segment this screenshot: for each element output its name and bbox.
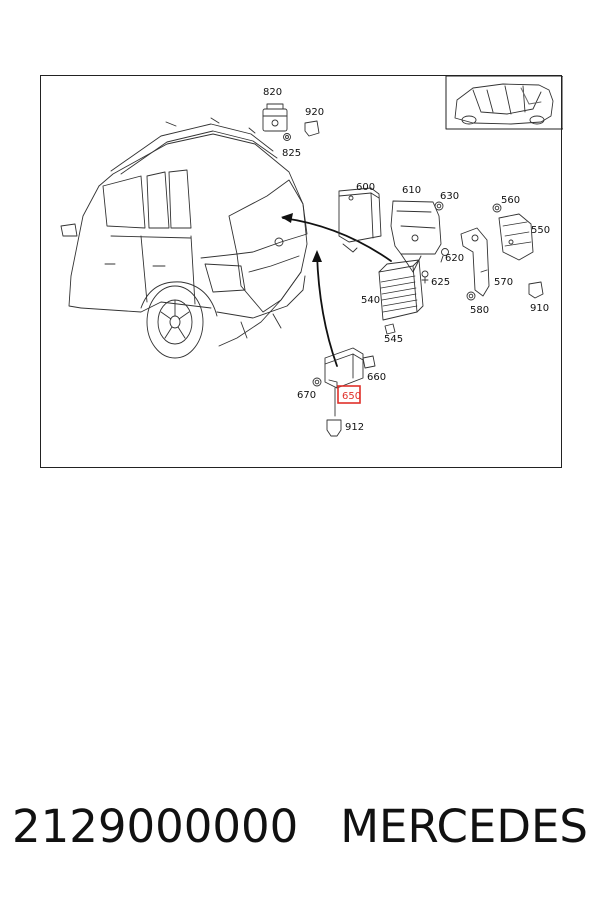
part-560-nut bbox=[492, 203, 502, 213]
label-560[interactable]: 560 bbox=[501, 195, 520, 206]
part-540-amplifier bbox=[378, 259, 424, 321]
part-550-module bbox=[498, 213, 534, 261]
footer: 2129000000 MERCEDES bbox=[0, 800, 600, 860]
label-545[interactable]: 545 bbox=[384, 334, 403, 345]
label-540[interactable]: 540 bbox=[361, 295, 380, 306]
brand-name: MERCEDES bbox=[340, 800, 588, 853]
label-650[interactable]: 650 bbox=[342, 391, 361, 402]
part-610-bracket bbox=[390, 200, 442, 273]
part-825-nut bbox=[283, 133, 291, 141]
part-920-connector bbox=[304, 120, 320, 137]
label-630[interactable]: 630 bbox=[440, 191, 459, 202]
label-820[interactable]: 820 bbox=[263, 87, 282, 98]
location-arrows bbox=[282, 217, 392, 367]
label-620[interactable]: 620 bbox=[445, 253, 464, 264]
label-670[interactable]: 670 bbox=[297, 390, 316, 401]
label-660[interactable]: 660 bbox=[367, 372, 386, 383]
part-660-cap bbox=[362, 355, 376, 369]
label-580[interactable]: 580 bbox=[470, 305, 489, 316]
part-650-module bbox=[324, 347, 364, 417]
part-545-nut bbox=[384, 323, 396, 335]
label-910[interactable]: 910 bbox=[530, 303, 549, 314]
part-570-bracket bbox=[460, 227, 490, 297]
part-625-bolt bbox=[421, 270, 429, 284]
label-920[interactable]: 920 bbox=[305, 107, 324, 118]
part-labels: 820 920 825 600 610 630 560 550 620 625 … bbox=[263, 87, 550, 433]
part-820-module bbox=[262, 103, 288, 132]
label-912[interactable]: 912 bbox=[345, 422, 364, 433]
label-825[interactable]: 825 bbox=[282, 148, 301, 159]
label-570[interactable]: 570 bbox=[494, 277, 513, 288]
vehicle-thumbnail bbox=[445, 76, 563, 130]
part-910-connector bbox=[528, 281, 544, 299]
part-670-nut bbox=[312, 377, 322, 387]
part-630-nut bbox=[434, 201, 444, 211]
part-620-bolt bbox=[440, 248, 449, 263]
highlight-box-650 bbox=[337, 385, 361, 404]
label-625[interactable]: 625 bbox=[431, 277, 450, 288]
label-600[interactable]: 600 bbox=[356, 182, 375, 193]
part-912-connector bbox=[326, 419, 342, 437]
parts-diagram: 820 920 825 600 610 630 560 550 620 625 … bbox=[40, 75, 563, 468]
label-610[interactable]: 610 bbox=[402, 185, 421, 196]
label-550[interactable]: 550 bbox=[531, 225, 550, 236]
part-600-control-unit bbox=[338, 187, 382, 253]
part-number: 2129000000 bbox=[12, 800, 299, 853]
part-580-nut bbox=[466, 291, 476, 301]
vehicle-illustration bbox=[60, 117, 308, 359]
diagram-canvas: 820 920 825 600 610 630 560 550 620 625 … bbox=[60, 76, 563, 437]
